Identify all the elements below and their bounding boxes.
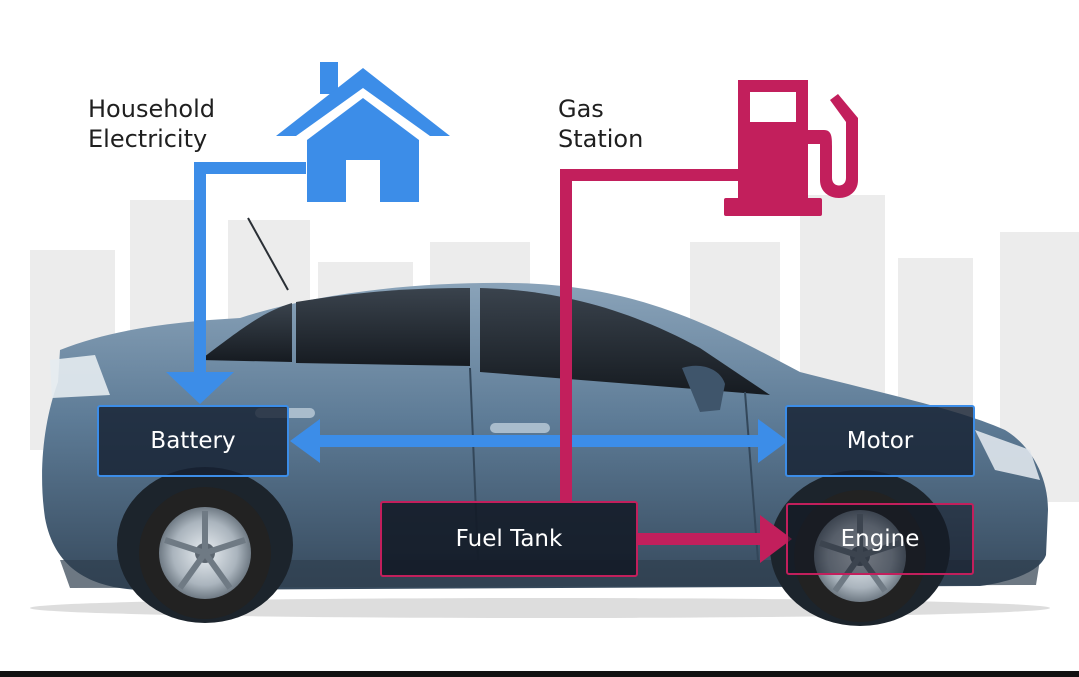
household-electricity-label: Household Electricity: [88, 95, 216, 153]
rear-wheel: [139, 487, 271, 619]
car-shadow: [30, 598, 1050, 618]
motor-node: Motor: [785, 405, 975, 477]
bottom-border: [0, 671, 1079, 677]
fuel-flow-lines: [560, 169, 764, 545]
left-arrowhead: [290, 419, 320, 463]
engine-arrowhead: [760, 515, 792, 563]
fuel-tank-label: Fuel Tank: [455, 526, 563, 552]
gas-station-to-fuel-tank-line: [560, 169, 738, 503]
battery-node: Battery: [97, 405, 289, 477]
house-icon: [276, 62, 450, 202]
household-to-battery-line: [194, 162, 306, 378]
fuel-tank-node: Fuel Tank: [380, 501, 638, 577]
gas-station-label: Gas Station: [558, 95, 644, 153]
fuel-pump-icon: [724, 80, 858, 216]
right-arrowhead: [758, 419, 788, 463]
engine-node: Engine: [786, 503, 974, 575]
motor-label: Motor: [846, 428, 914, 454]
battery-label: Battery: [150, 428, 236, 454]
engine-label: Engine: [840, 526, 920, 552]
electric-flow-lines: [194, 162, 762, 447]
battery-arrowhead: [166, 372, 234, 404]
